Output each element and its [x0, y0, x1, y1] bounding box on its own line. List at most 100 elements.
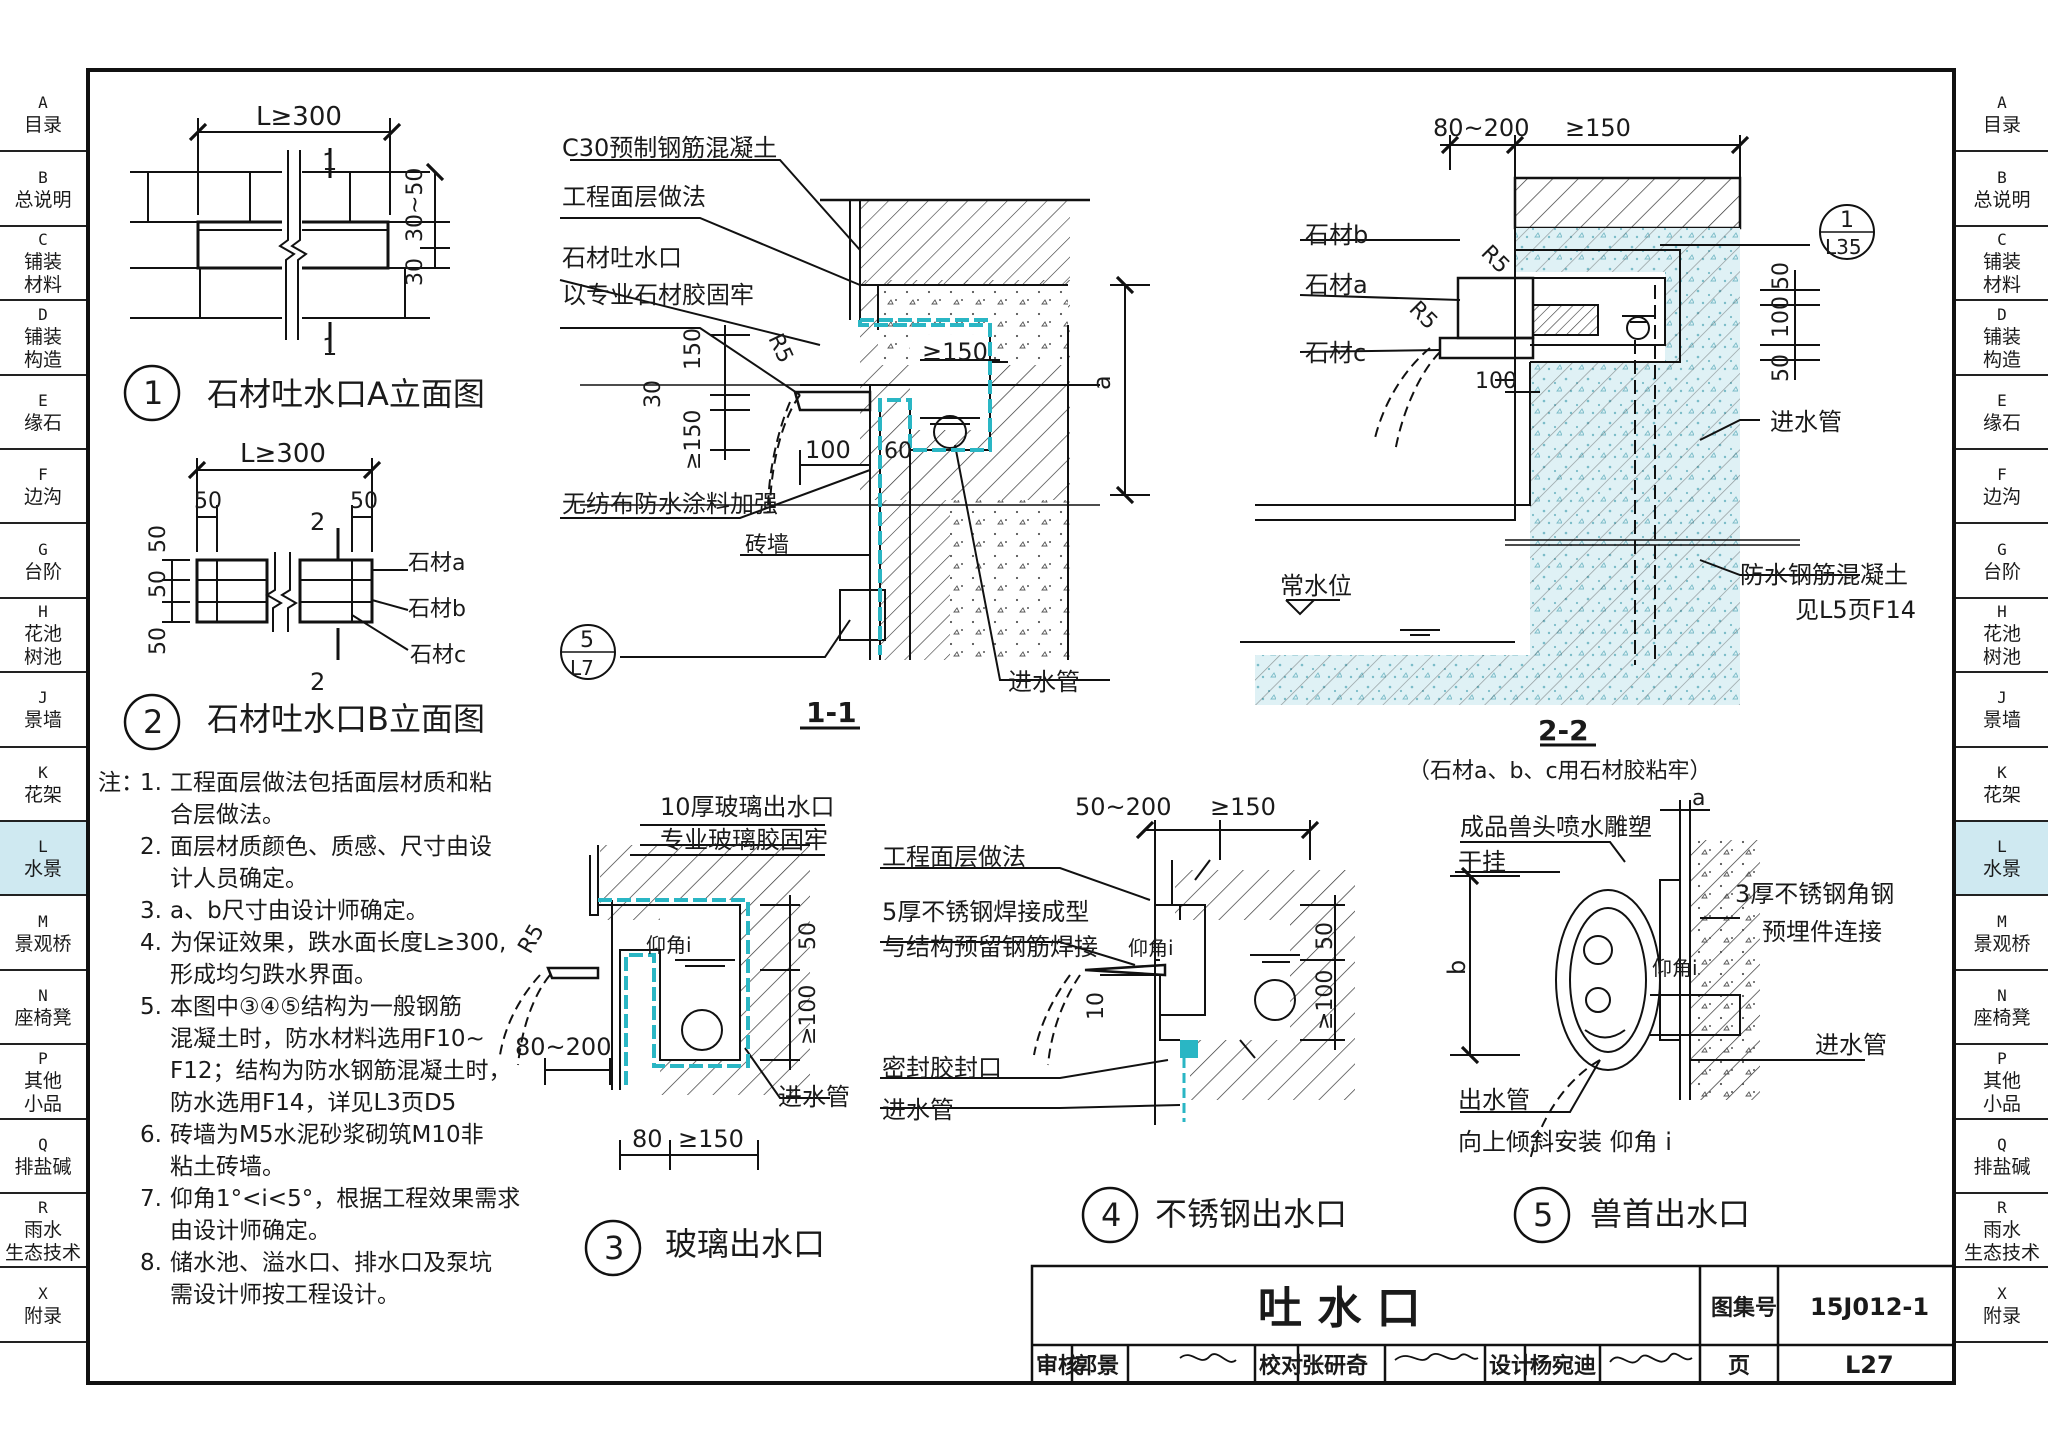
fig3-d80: 80: [632, 1125, 663, 1153]
side-tab-name: 铺装: [23, 325, 62, 348]
side-tab-code: X: [1997, 1283, 2007, 1303]
tb-check-label: 校对: [1259, 1353, 1303, 1379]
note-text: 工程面层做法包括面层材质和粘合层做法。: [170, 770, 492, 828]
s11-coating: 无纺布防水涂料加强: [562, 490, 778, 518]
tb-design-label: 设计: [1489, 1354, 1533, 1379]
side-tab-name: 缘石: [1982, 411, 2021, 434]
fig2-elevation: [162, 458, 409, 660]
note-text: 砖墙为M5水泥砂浆砌筑M10非粘土砖墙。: [170, 1122, 484, 1180]
s11-d100: 100: [805, 436, 851, 464]
fig2-dim-v1: 50: [146, 525, 171, 553]
side-tab-code: H: [38, 602, 48, 622]
side-tab-name: 其他: [1982, 1069, 2021, 1092]
side-tab-code: K: [1997, 762, 2007, 782]
fig2-number: 2: [143, 703, 163, 741]
fig2-dim-v3: 50: [146, 627, 171, 655]
fig4-d50: 50: [1313, 922, 1338, 950]
title-block-text: 吐 水 口 图集号 15J012-1 审核 郭景 校对 张研奇 设计 杨宛迪 页…: [1036, 1283, 1929, 1379]
side-tab-name: 总说明: [1973, 188, 2031, 211]
fig3-d50: 50: [796, 922, 821, 950]
side-tab-name: 花池: [1982, 623, 2021, 646]
fig2-dim-50-left: 50: [194, 489, 222, 514]
note-item: 5.本图中③④⑤结构为一般钢筋混凝土时，防水材料选用F10~F12；结构为防水钢…: [140, 991, 520, 1119]
fig4-d50200: 50~200: [1075, 793, 1171, 821]
fig1-sec-bottom: 1: [322, 333, 337, 361]
fig5-inlet: 进水管: [1815, 1031, 1887, 1059]
side-tab-name: 景墙: [1982, 709, 2021, 732]
fig3-d100: ≥100: [796, 985, 821, 1045]
s22-d150: ≥150: [1565, 114, 1631, 142]
side-tab-name: 生态技术: [4, 1241, 81, 1264]
fig3-glass: 10厚玻璃出水口: [660, 793, 835, 821]
side-tab-code: M: [1997, 911, 2007, 931]
s11-surface: 工程面层做法: [562, 183, 706, 211]
fig2-title: 石材吐水口B立面图: [207, 700, 485, 738]
fig1-title: 石材吐水口A立面图: [207, 375, 485, 413]
s22-note: （石材a、b、c用石材胶粘牢）: [1408, 759, 1712, 784]
side-tab-name: 目录: [23, 114, 62, 137]
note-number: 5.: [140, 994, 162, 1020]
fig1-text: L≥300 1 1 30~50 30 1 石材吐水口A立面图: [123, 102, 485, 422]
s22-d50b: 50: [1769, 354, 1794, 382]
side-tab-name: 构造: [23, 348, 62, 371]
note-text: 为保证效果，跌水面长度L≥300,形成均匀跌水界面。: [170, 930, 507, 988]
side-tab-code: N: [1997, 985, 2007, 1005]
side-tab-code: C: [1997, 230, 2007, 250]
s11-inlet: 进水管: [1008, 668, 1080, 696]
fig2-stone-b: 石材b: [408, 597, 466, 622]
side-tab-code: B: [38, 167, 48, 187]
side-tab-name: 台阶: [23, 560, 62, 583]
tb-reviewer: 郭景: [1075, 1353, 1119, 1379]
fig1-number-circle: [123, 364, 181, 422]
tb-designer: 杨宛迪: [1530, 1353, 1596, 1379]
tb-atlas-no: 15J012-1: [1810, 1293, 1929, 1321]
fig5-hang: 干挂: [1458, 848, 1506, 876]
fig2-text: L≥300 50 50 50 50 50 2 2 石材a 石材b 石材c 2 石…: [123, 439, 485, 751]
s11-glue: 以专业石材胶固牢: [562, 281, 754, 309]
s22-d100: 100: [1475, 369, 1517, 394]
note-item: 1.工程面层做法包括面层材质和粘合层做法。: [140, 767, 520, 831]
s22-d100b: 100: [1769, 296, 1794, 338]
fig4-text: 50~200 ≥150 工程面层做法 5厚不锈钢焊接成型 与结构预留钢筋焊接 仰…: [882, 793, 1347, 1244]
side-tab-code: D: [38, 304, 48, 324]
side-tab-name: 铺装: [1982, 325, 2021, 348]
side-tab-name: 雨水: [23, 1218, 62, 1241]
s22-inlet: 进水管: [1770, 408, 1842, 436]
note-number: 3.: [140, 898, 162, 924]
section-1-1-text: C30预制钢筋混凝土 工程面层做法 石材吐水口 以专业石材胶固牢 R5 150 …: [560, 134, 1116, 729]
